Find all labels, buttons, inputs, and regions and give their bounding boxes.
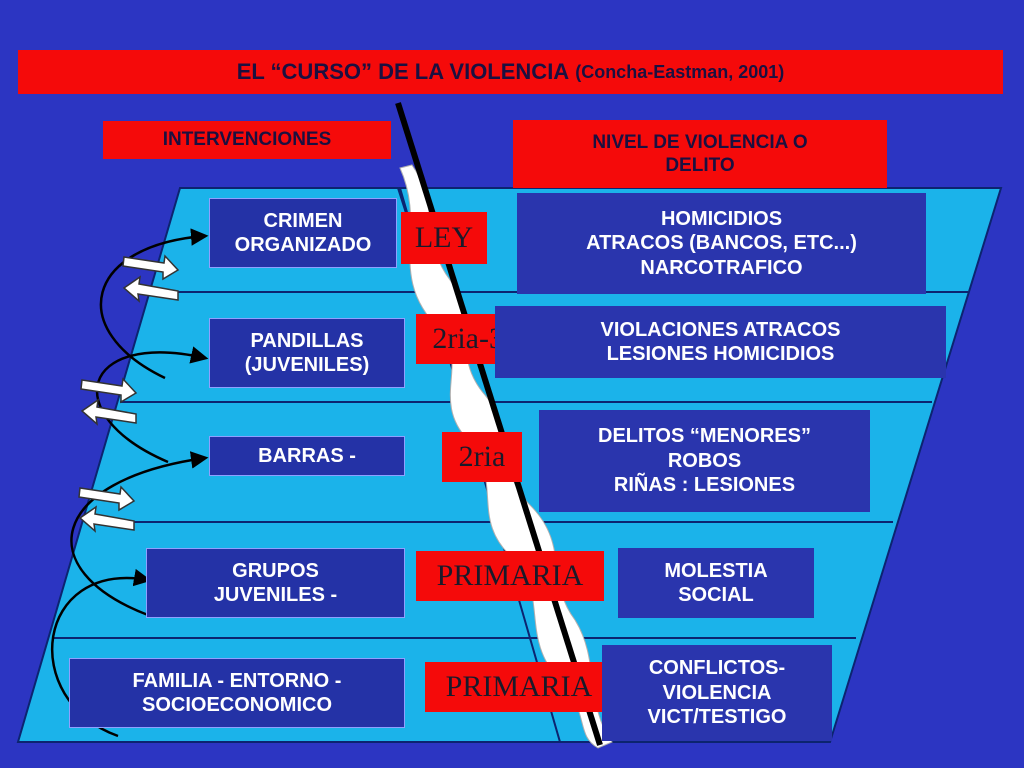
intervention-line: PANDILLAS <box>250 329 364 352</box>
intervention-line: BARRAS - <box>258 444 356 467</box>
crime-line: SOCIAL <box>678 584 754 606</box>
interventions-header: INTERVENCIONES <box>103 121 391 159</box>
intervention-box-familia-entorno: FAMILIA - ENTORNO - SOCIOECONOMICO <box>69 658 405 728</box>
prevention-label-secondary: 2ria <box>442 432 522 482</box>
violence-level-header-line: NIVEL DE VIOLENCIA O <box>592 131 808 153</box>
crime-line: VIOLENCIA <box>662 681 772 704</box>
prevention-label-text: PRIMARIA <box>436 559 584 592</box>
crime-line: LESIONES HOMICIDIOS <box>606 343 835 365</box>
crime-box-level-3: DELITOS “MENORES” ROBOS RIÑAS : LESIONES <box>539 410 870 512</box>
crime-line: ROBOS <box>667 449 742 472</box>
interventions-header-label: INTERVENCIONES <box>162 129 332 151</box>
prevention-label-text: PRIMARIA <box>445 670 593 703</box>
crime-box-level-1: HOMICIDIOS ATRACOS (BANCOS, ETC...) NARC… <box>517 193 926 294</box>
prevention-label-ley: LEY <box>401 212 487 264</box>
crime-line: MOLESTIA <box>664 559 768 582</box>
intervention-line: GRUPOS <box>232 559 319 582</box>
intervention-box-barras: BARRAS - <box>209 436 405 476</box>
block-arrow-left <box>122 275 179 303</box>
title-citation: (Concha-Eastman, 2001) <box>575 61 785 82</box>
crime-box-level-5: CONFLICTOS- VIOLENCIA VICT/TESTIGO <box>602 645 832 741</box>
prevention-label-text: LEY <box>414 221 474 254</box>
prevention-label-primary-upper: PRIMARIA <box>416 551 604 601</box>
block-arrows <box>78 254 180 533</box>
intervention-line: SOCIOECONOMICO <box>141 694 332 716</box>
intervention-line: FAMILIA - ENTORNO - <box>132 669 342 692</box>
intervention-box-pandillas: PANDILLAS (JUVENILES) <box>209 318 405 388</box>
intervention-box-crimen-organizado: CRIMEN ORGANIZADO <box>209 198 397 268</box>
crime-line: VIOLACIONES ATRACOS <box>600 318 841 341</box>
crime-line: RIÑAS : LESIONES <box>613 474 796 497</box>
intervention-line: ORGANIZADO <box>234 234 372 256</box>
prevention-label-text: 2ria <box>458 440 506 473</box>
intervention-box-grupos-juveniles: GRUPOS JUVENILES - <box>146 548 405 618</box>
block-arrow-left <box>78 505 135 533</box>
crime-line: CONFLICTOS- <box>648 657 786 680</box>
crime-line: VICT/TESTIGO <box>647 706 787 729</box>
intervention-line: JUVENILES - <box>213 584 338 606</box>
slide-title: EL “CURSO” DE LA VIOLENCIA (Concha-Eastm… <box>18 50 1003 94</box>
title-main: EL “CURSO” DE LA VIOLENCIA <box>236 59 570 84</box>
intervention-line: (JUVENILES) <box>244 354 370 376</box>
crime-line: HOMICIDIOS <box>660 207 783 230</box>
block-arrow-right <box>122 254 180 281</box>
crime-line: DELITOS “MENORES” <box>598 425 811 448</box>
crime-box-level-2: VIOLACIONES ATRACOS LESIONES HOMICIDIOS <box>495 306 946 378</box>
crime-box-level-4: MOLESTIA SOCIAL <box>618 548 814 618</box>
block-arrow-right <box>80 377 138 404</box>
violence-level-header: NIVEL DE VIOLENCIA O DELITO <box>513 120 887 188</box>
prevention-label-primary-lower: PRIMARIA <box>425 662 613 712</box>
crime-line: ATRACOS (BANCOS, ETC...) <box>586 232 857 255</box>
crime-line: NARCOTRAFICO <box>640 256 803 279</box>
divider-line <box>395 102 603 746</box>
violence-level-header-line: DELITO <box>665 155 735 176</box>
block-arrow-left <box>80 398 137 426</box>
block-arrow-right <box>78 485 136 512</box>
intervention-line: CRIMEN <box>263 209 343 232</box>
